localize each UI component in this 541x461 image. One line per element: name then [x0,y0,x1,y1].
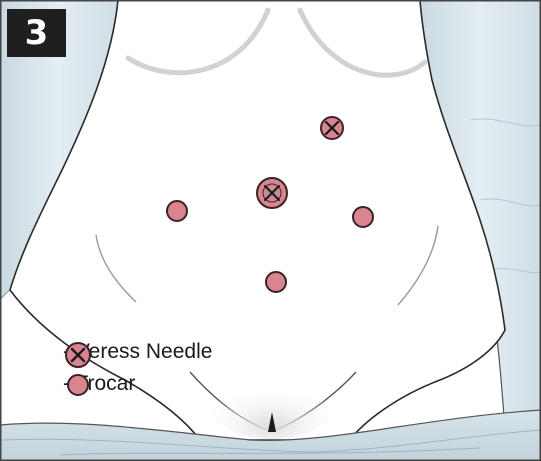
umbilical-port [257,178,287,208]
veress-needle-icon [63,340,93,370]
left-lateral-trocar [167,201,187,221]
trocar-icon [65,372,91,398]
legend-veress-needle: - Veress Needle [63,340,212,364]
legend-trocar: - Trocar [63,372,135,396]
right-lateral-trocar [353,207,373,227]
step-number-badge: 3 [7,9,66,57]
veress-needle-site [321,117,343,139]
suprapubic-trocar [266,272,286,292]
